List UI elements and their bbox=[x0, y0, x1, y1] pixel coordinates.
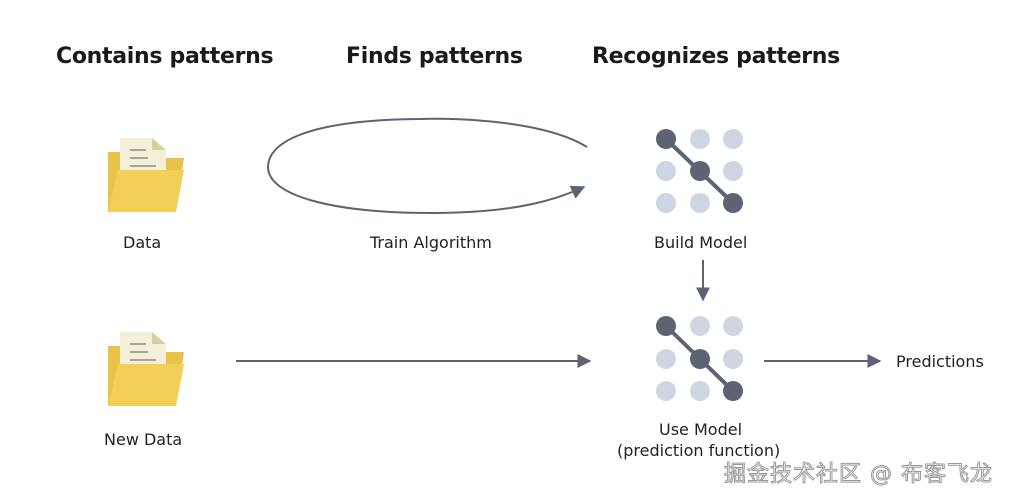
train-loop-arrow bbox=[266, 117, 588, 215]
heading-finds-patterns: Finds patterns bbox=[346, 44, 523, 69]
heading-contains-patterns: Contains patterns bbox=[56, 44, 274, 69]
label-build-model: Build Model bbox=[654, 233, 748, 252]
label-use-model: Use Model bbox=[659, 420, 743, 439]
watermark: 掘金技术社区 @ 布客飞龙 bbox=[724, 462, 993, 488]
label-prediction-function: (prediction function) bbox=[617, 441, 781, 460]
label-data: Data bbox=[123, 233, 162, 252]
label-new-data: New Data bbox=[104, 430, 183, 449]
heading-recognizes-patterns: Recognizes patterns bbox=[592, 44, 840, 69]
folder-with-document-icon bbox=[108, 138, 184, 212]
folder-with-document-icon bbox=[108, 332, 184, 406]
label-train-algorithm: Train Algorithm bbox=[370, 233, 492, 252]
model-grid-icon bbox=[656, 129, 743, 213]
label-predictions: Predictions bbox=[896, 352, 984, 371]
model-grid-icon bbox=[656, 316, 743, 401]
